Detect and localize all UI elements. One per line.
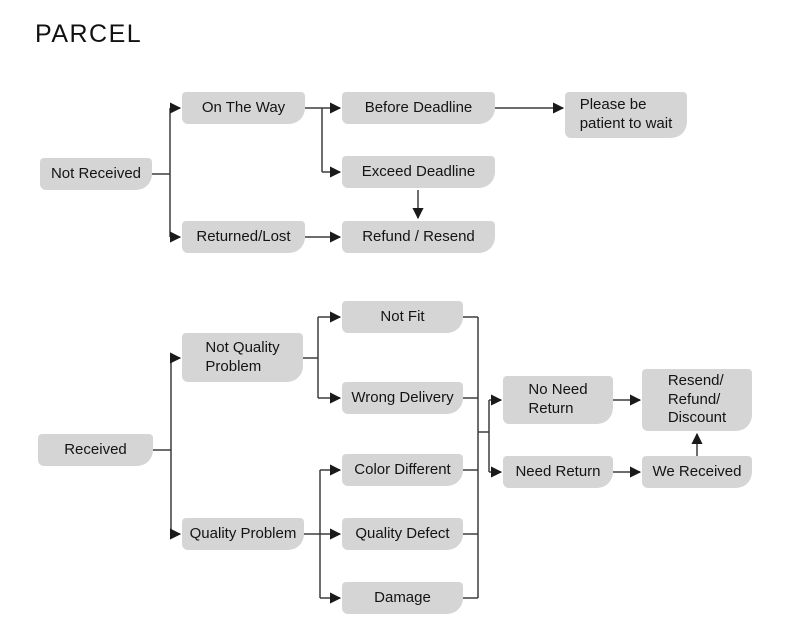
node-color-different-label: Color Different <box>354 460 451 478</box>
node-damage: Damage <box>342 582 463 614</box>
page-title: PARCEL <box>35 20 143 48</box>
node-resend-refund-discount: Resend/ Refund/ Discount <box>642 369 752 431</box>
node-on-the-way: On The Way <box>182 92 305 124</box>
node-not-quality-problem: Not Quality Problem <box>182 333 303 382</box>
node-color-different: Color Different <box>342 454 463 486</box>
node-not-quality-problem-label: Not Quality Problem <box>205 338 280 375</box>
node-please-wait: Please be patient to wait <box>565 92 687 138</box>
node-no-need-return-label: No Need Return <box>528 381 588 417</box>
node-quality-defect-label: Quality Defect <box>355 524 450 542</box>
node-we-received-label: We Received <box>652 462 742 480</box>
node-received-label: Received <box>64 440 127 458</box>
node-before-deadline-label: Before Deadline <box>364 98 473 116</box>
node-not-fit-label: Not Fit <box>380 307 425 325</box>
node-resend-refund-discount-label: Resend/ Refund/ Discount <box>667 371 727 427</box>
node-quality-defect: Quality Defect <box>342 518 463 550</box>
node-need-return: Need Return <box>503 456 613 488</box>
node-no-need-return: No Need Return <box>503 376 613 424</box>
node-before-deadline: Before Deadline <box>342 92 495 124</box>
node-refund-resend-label: Refund / Resend <box>362 227 475 245</box>
node-please-wait-label: Please be patient to wait <box>579 96 673 132</box>
node-quality-problem-label: Quality Problem <box>189 524 297 542</box>
node-quality-problem: Quality Problem <box>182 518 304 550</box>
node-we-received: We Received <box>642 456 752 488</box>
node-wrong-delivery-label: Wrong Delivery <box>351 388 454 406</box>
node-exceed-deadline: Exceed Deadline <box>342 156 495 188</box>
node-not-fit: Not Fit <box>342 301 463 333</box>
node-wrong-delivery: Wrong Delivery <box>342 382 463 414</box>
node-returned-lost: Returned/Lost <box>182 221 305 253</box>
node-need-return-label: Need Return <box>515 462 601 480</box>
node-refund-resend: Refund / Resend <box>342 221 495 253</box>
node-on-the-way-label: On The Way <box>201 98 286 116</box>
node-damage-label: Damage <box>374 588 431 606</box>
node-exceed-deadline-label: Exceed Deadline <box>361 162 476 180</box>
node-not-received-label: Not Received <box>50 164 142 182</box>
node-received: Received <box>38 434 153 466</box>
node-not-received: Not Received <box>40 158 152 190</box>
node-returned-lost-label: Returned/Lost <box>196 227 291 245</box>
